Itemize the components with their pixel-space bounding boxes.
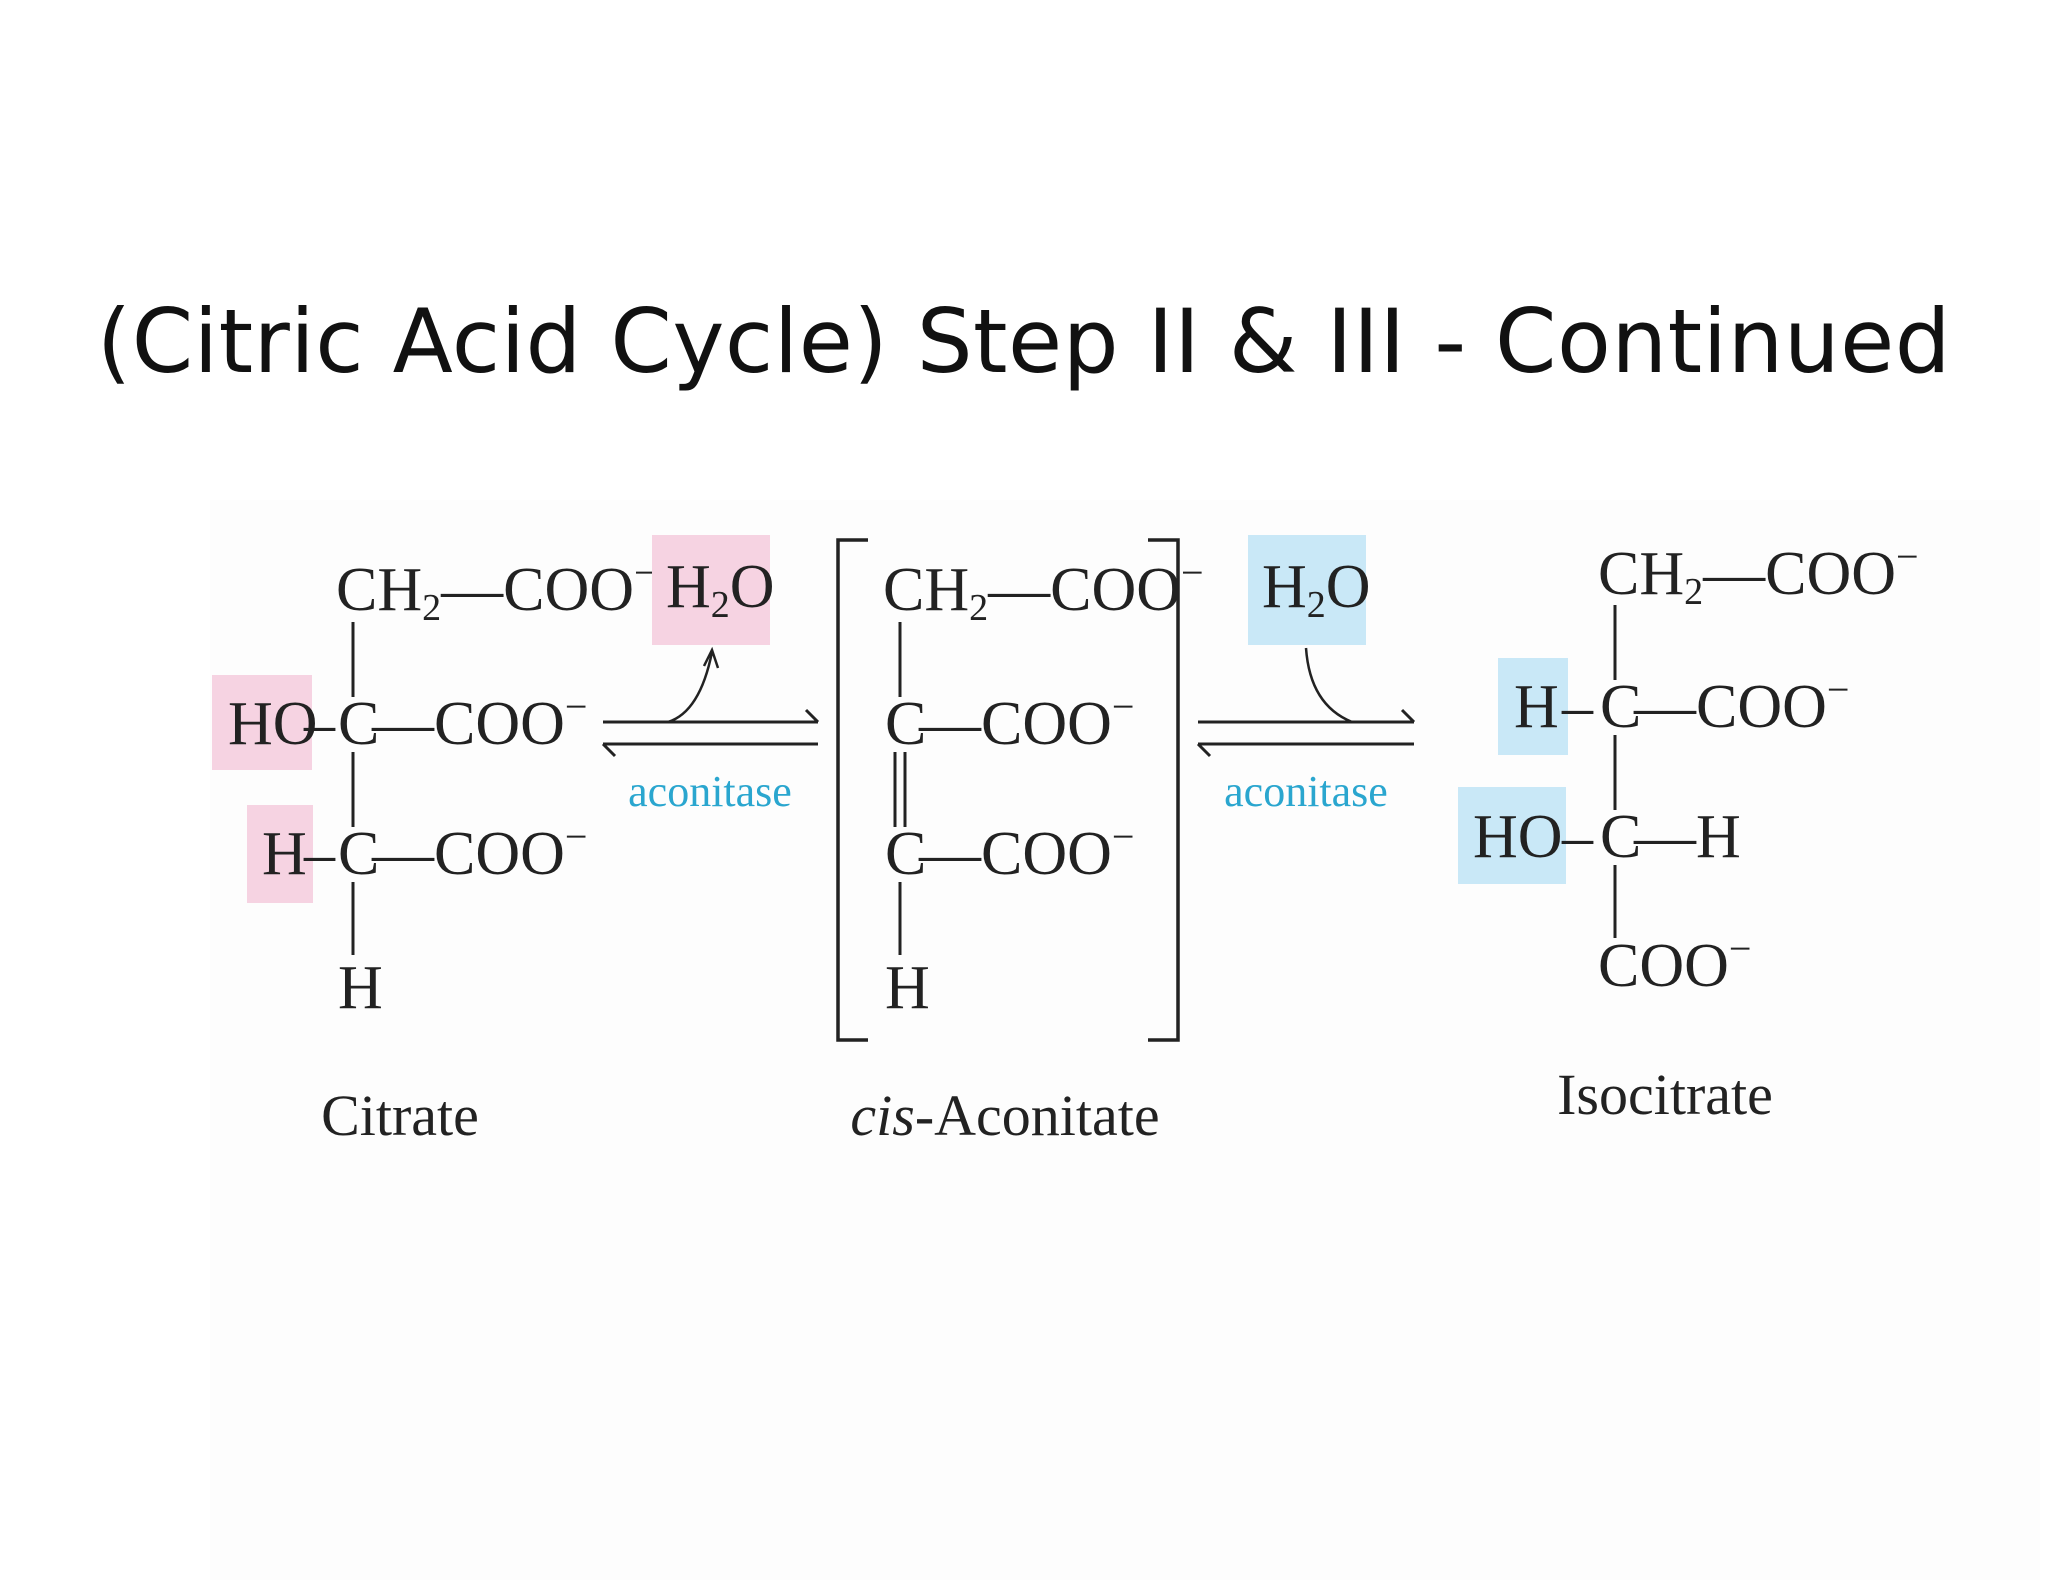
- aconitate-c2-atom: C: [885, 690, 926, 758]
- isocitrate-ho-group: HO: [1473, 803, 1563, 871]
- water-in-highlight: [1248, 535, 1366, 645]
- aconitase-label-1: aconitase: [628, 767, 792, 816]
- reverse-arrowhead: [1196, 742, 1212, 758]
- isocitrate-coo-2: —COO−: [1633, 667, 1849, 741]
- water-uptake-curve: [1304, 647, 1353, 724]
- isocitrate-ch2-group: CH2—COO−: [1598, 534, 1919, 613]
- isocitrate-right-h: —H: [1633, 803, 1741, 871]
- citrate-coo-3: —COO−: [371, 814, 587, 888]
- isocitrate-bond-dash: –: [1561, 803, 1594, 871]
- left-bracket: [836, 538, 868, 1042]
- citrate-label: Citrate: [321, 1083, 479, 1148]
- isocitrate-h-group: H: [1514, 673, 1559, 741]
- hydration-arrow[interactable]: H2O aconitase: [1196, 535, 1416, 816]
- water-release-arrowhead: [702, 646, 720, 669]
- isocitrate-bond-dash: –: [1561, 673, 1594, 741]
- forward-arrowhead: [1400, 708, 1416, 724]
- isocitrate-ho-highlight: [1458, 787, 1566, 884]
- citrate-c3-atom: C: [338, 820, 379, 888]
- isocitrate-c2-atom: C: [1600, 673, 1641, 741]
- isocitrate-h-highlight: [1498, 658, 1568, 755]
- water-in-label: H2O: [1262, 553, 1371, 626]
- water-out-highlight: [652, 535, 770, 645]
- cis-aconitate-structure: CH2—COO− C —COO− C —COO− H cis-Aconitate: [836, 538, 1204, 1148]
- diagram-background: [210, 500, 2040, 1580]
- citrate-bond-dash: –: [303, 820, 336, 888]
- forward-arrowhead: [804, 708, 820, 724]
- citrate-h-group: H: [262, 820, 307, 888]
- citrate-c2-atom: C: [338, 690, 379, 758]
- citrate-bottom-h: H: [338, 954, 383, 1022]
- citrate-ch2-group: CH2—COO−: [336, 550, 657, 629]
- citrate-h-highlight: [247, 805, 313, 903]
- right-bracket: [1148, 538, 1180, 1042]
- aconitate-ch2-group: CH2—COO−: [883, 550, 1204, 629]
- citrate-bond-dash: –: [303, 690, 336, 758]
- slide-title: (Citric Acid Cycle) Step II & III - Cont…: [96, 290, 1952, 393]
- citrate-ho-group: HO: [228, 690, 318, 758]
- reverse-arrowhead: [601, 742, 617, 758]
- isocitrate-bottom-coo: COO−: [1598, 926, 1751, 1000]
- dehydration-arrow[interactable]: H2O aconitase: [601, 535, 820, 816]
- citrate-ho-highlight: [212, 675, 312, 770]
- water-release-curve-arrow: [667, 651, 714, 724]
- isocitrate-label: Isocitrate: [1557, 1062, 1773, 1127]
- citrate-structure: CH2—COO− HO – C —COO− H – C —COO− H Citr…: [212, 550, 657, 1148]
- cis-aconitate-label: cis-Aconitate: [850, 1083, 1159, 1148]
- isocitrate-structure: CH2—COO− H – C —COO− HO – C —H COO− Isoc…: [1458, 534, 1919, 1127]
- aconitate-c3-atom: C: [885, 820, 926, 888]
- aconitate-coo-2: —COO−: [918, 684, 1134, 758]
- aconitate-bottom-h: H: [885, 954, 930, 1022]
- aconitase-label-2: aconitase: [1224, 767, 1388, 816]
- water-out-label: H2O: [666, 553, 775, 626]
- aconitate-coo-3: —COO−: [918, 814, 1134, 888]
- citrate-coo-2: —COO−: [371, 684, 587, 758]
- isocitrate-c3-atom: C: [1600, 803, 1641, 871]
